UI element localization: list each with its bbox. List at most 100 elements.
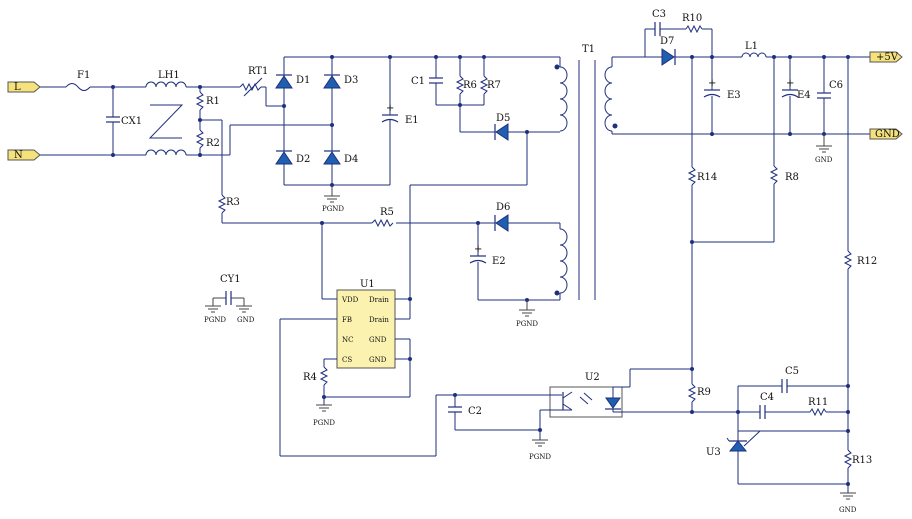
- capacitor-CX1: CX1: [106, 85, 142, 157]
- svg-text:VDD: VDD: [341, 296, 359, 304]
- port-gnd: GND: [869, 128, 903, 140]
- capacitor-E1: + E1: [381, 57, 419, 185]
- resistor-R9: R9: [687, 383, 711, 403]
- svg-text:U3: U3: [706, 447, 721, 458]
- port-N-label: N: [14, 150, 23, 161]
- svg-text:GND: GND: [369, 356, 387, 364]
- svg-text:U1: U1: [360, 279, 375, 290]
- resistor-R11: R11: [808, 397, 828, 417]
- svg-text:R11: R11: [808, 397, 828, 408]
- regulator-U3: U3: [706, 437, 748, 458]
- capacitor-E4: + E4: [781, 78, 811, 101]
- svg-text:PGND: PGND: [322, 205, 344, 213]
- svg-text:+: +: [474, 244, 482, 255]
- resistor-R13: R13: [843, 449, 872, 469]
- svg-text:D7: D7: [660, 36, 674, 47]
- svg-text:C5: C5: [785, 366, 799, 377]
- svg-text:PGND: PGND: [516, 320, 538, 328]
- svg-text:Drain: Drain: [369, 296, 389, 304]
- svg-text:CX1: CX1: [121, 116, 142, 127]
- transformer-T1: T1: [554, 44, 618, 300]
- resistor-R7: R7: [479, 75, 501, 95]
- svg-text:GND: GND: [875, 129, 900, 140]
- resistor-R6: R6: [455, 75, 477, 95]
- port-L: L: [7, 81, 41, 93]
- svg-text:C4: C4: [760, 392, 774, 403]
- svg-text:LH1: LH1: [158, 70, 180, 81]
- capacitor-E3: + E3: [703, 78, 741, 101]
- svg-text:PGND: PGND: [204, 316, 226, 324]
- svg-text:CY1: CY1: [220, 274, 241, 285]
- ground-gnd-r13: GND: [839, 492, 857, 514]
- port-plus5v: +5V: [869, 51, 903, 63]
- svg-text:E1: E1: [405, 115, 419, 126]
- svg-text:R6: R6: [463, 80, 477, 91]
- port-L-label: L: [14, 82, 21, 93]
- ic-U1: U1 VDD FB NC CS Drain Drain GND GND: [336, 279, 396, 369]
- svg-text:+: +: [786, 78, 794, 89]
- capacitor-CY1: CY1 PGND GND: [204, 274, 255, 324]
- capacitor-C5: C5: [781, 366, 799, 393]
- svg-text:GND: GND: [815, 156, 833, 164]
- svg-text:D1: D1: [296, 75, 310, 86]
- ground-pgnd-d6: PGND: [516, 300, 538, 328]
- svg-text:C3: C3: [652, 9, 666, 20]
- svg-text:E2: E2: [492, 256, 506, 267]
- capacitor-C3: C3: [652, 9, 666, 36]
- svg-text:D4: D4: [344, 154, 358, 165]
- svg-text:U2: U2: [585, 372, 600, 383]
- capacitor-C4: C4: [759, 392, 774, 419]
- capacitor-C6: C6: [817, 80, 843, 99]
- svg-text:R4: R4: [303, 372, 317, 383]
- choke-LH1: LH1: [145, 70, 187, 156]
- svg-text:GND: GND: [369, 336, 387, 344]
- thermistor-RT1: RT1: [233, 66, 268, 97]
- resistor-R10: R10: [682, 13, 703, 34]
- svg-text:PGND: PGND: [313, 419, 335, 427]
- svg-text:R3: R3: [226, 197, 240, 208]
- diode-D2: D2: [275, 150, 310, 165]
- svg-text:R8: R8: [785, 172, 799, 183]
- optocoupler-U2: U2: [540, 372, 623, 418]
- svg-text:GND: GND: [237, 316, 255, 324]
- svg-text:L1: L1: [745, 41, 758, 52]
- svg-text:D2: D2: [296, 154, 310, 165]
- svg-text:C2: C2: [468, 406, 482, 417]
- svg-text:R5: R5: [380, 207, 394, 218]
- resistor-R2: R2: [195, 129, 220, 149]
- svg-text:F1: F1: [77, 70, 90, 81]
- svg-text:PGND: PGND: [529, 453, 551, 461]
- svg-text:R1: R1: [206, 96, 220, 107]
- port-N: N: [7, 149, 41, 161]
- svg-text:E4: E4: [797, 90, 811, 101]
- diode-D1: D1: [275, 74, 310, 89]
- svg-text:CS: CS: [342, 356, 352, 364]
- svg-text:E3: E3: [727, 90, 741, 101]
- fuse-F1: F1: [65, 70, 91, 91]
- svg-text:R14: R14: [697, 172, 717, 183]
- svg-text:D5: D5: [496, 113, 510, 124]
- svg-text:RT1: RT1: [248, 66, 268, 77]
- svg-text:R7: R7: [487, 80, 501, 91]
- svg-text:R12: R12: [857, 256, 877, 267]
- svg-text:FB: FB: [342, 316, 352, 324]
- resistor-R5: R5: [371, 207, 394, 228]
- ground-pgnd-c2: PGND: [529, 439, 551, 461]
- ground-pgnd-bridge: PGND: [322, 185, 344, 213]
- svg-text:R10: R10: [682, 13, 702, 24]
- svg-text:+5V: +5V: [876, 52, 899, 63]
- diode-D3: D3: [323, 74, 358, 89]
- capacitor-C2: C2: [448, 406, 482, 417]
- diode-D5: D5: [494, 113, 510, 141]
- ground-pgnd-r4: PGND: [313, 404, 335, 427]
- resistor-R1: R1: [195, 91, 220, 111]
- resistor-R12: R12: [843, 250, 877, 270]
- svg-text:T1: T1: [582, 44, 595, 55]
- diode-D7: D7: [660, 36, 676, 66]
- svg-text:R2: R2: [206, 138, 220, 149]
- resistor-R4: R4: [303, 366, 329, 386]
- svg-text:NC: NC: [342, 336, 353, 344]
- svg-text:+: +: [386, 103, 394, 114]
- diode-D6: D6: [494, 202, 510, 232]
